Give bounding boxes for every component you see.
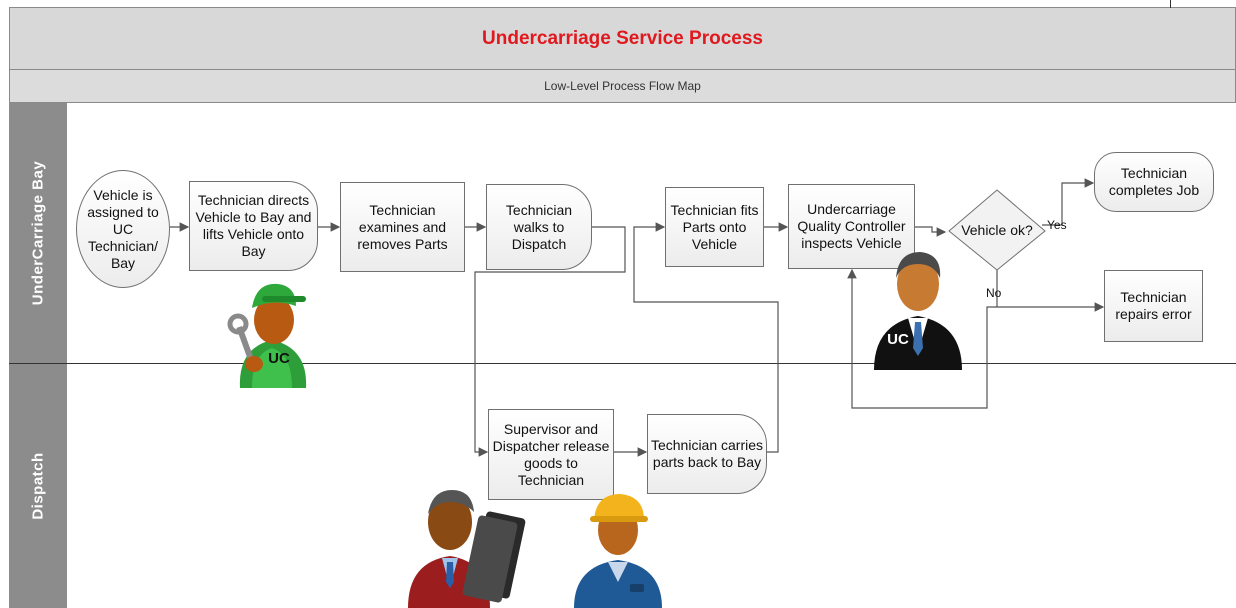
step-completes-job: Technician completes Job [1094,152,1214,212]
step-vehicle-assigned-text: Vehicle is assigned to UC Technician/ Ba… [87,186,159,271]
diagram-title: Undercarriage Service Process [482,27,763,49]
edge-no [996,270,1105,312]
edge-s4-d1 [474,226,626,457]
step-directs-vehicle-text: Technician directs Vehicle to Bay and li… [195,192,312,259]
step-fits-parts: Technician fits Parts onto Vehicle [665,187,764,267]
step-directs-vehicle: Technician directs Vehicle to Bay and li… [189,181,318,271]
step-walks-dispatch: Technician walks to Dispatch [486,184,592,270]
diagram-subtitle: Low-Level Process Flow Map [544,79,701,93]
technician-figure-icon: UC [227,283,307,388]
edge-s6-decision [915,226,947,237]
step-carries-parts-text: Technician carries parts back to Bay [650,437,764,470]
lane-label-dispatch: Dispatch [9,364,67,608]
step-release-goods: Supervisor and Dispatcher release goods … [488,409,614,500]
technician-badge: UC [268,350,290,367]
step-repairs-error: Technician repairs error [1104,270,1203,342]
lane-separator [9,363,1236,364]
edge-label-yes: Yes [1047,218,1067,232]
edge-label-no: No [986,286,1002,300]
step-fits-parts-text: Technician fits Parts onto Vehicle [670,201,759,252]
step-carries-parts: Technician carries parts back to Bay [647,414,767,494]
edge-d2-s5 [633,222,779,453]
controller-badge: UC [887,331,909,348]
dispatcher-figure-icon [574,494,662,608]
edge-rework [847,268,997,409]
lane-label-bay: UnderCarriage Bay [9,103,67,363]
step-examines-parts-text: Technician examines and removes Parts [357,201,448,252]
decision-diamond [948,189,1046,271]
step-vehicle-assigned: Vehicle is assigned to UC Technician/ Ba… [76,170,170,288]
decision-label: Vehicle ok? [961,222,1033,238]
step-examines-parts: Technician examines and removes Parts [340,182,465,272]
step-completes-job-text: Technician completes Job [1108,165,1200,198]
title-bar: Undercarriage Service Process [9,7,1236,70]
step-release-goods-text: Supervisor and Dispatcher release goods … [492,420,610,488]
subtitle-bar: Low-Level Process Flow Map [9,70,1236,103]
supervisor-figure-icon [408,490,526,608]
step-walks-dispatch-text: Technician walks to Dispatch [505,201,573,252]
step-inspects-vehicle-text: Undercarriage Quality Controller inspect… [797,201,906,251]
top-right-tick [1170,0,1171,8]
edge-yes [1042,178,1095,226]
step-repairs-error-text: Technician repairs error [1115,289,1192,322]
controller-figure-icon: UC [874,252,962,370]
step-inspects-vehicle: Undercarriage Quality Controller inspect… [788,184,915,269]
